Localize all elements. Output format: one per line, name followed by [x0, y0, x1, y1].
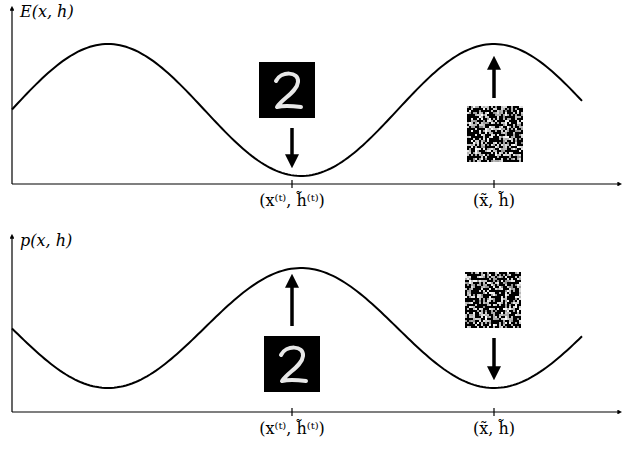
- tick-label: (x⁽ᵗ⁾, h̃⁽ᵗ⁾): [259, 420, 325, 438]
- tick: [493, 408, 494, 416]
- noise-image: [467, 106, 523, 162]
- tick-label: (x̃, h̃): [473, 192, 515, 210]
- axis-title: E(x, h): [20, 3, 74, 21]
- arrow-down: [492, 338, 496, 374]
- digit-image: [259, 62, 315, 118]
- arrow-up: [290, 280, 294, 326]
- tick: [291, 408, 292, 416]
- axis-title: p(x, h): [20, 232, 72, 250]
- tick-label: (x⁽ᵗ⁾, h̃⁽ᵗ⁾): [259, 192, 325, 210]
- arrow-down: [290, 128, 294, 162]
- tick: [291, 180, 292, 188]
- bottom-axes: [12, 236, 620, 416]
- energy-curve: [12, 44, 582, 176]
- digit-image: [264, 336, 320, 392]
- top-axes: [12, 8, 620, 188]
- arrow-up: [492, 62, 496, 98]
- x-axis: [12, 411, 620, 412]
- y-axis: [11, 8, 12, 184]
- y-axis: [11, 236, 12, 412]
- tick-label: (x̃, h̃): [473, 420, 515, 438]
- x-axis: [12, 183, 620, 184]
- tick: [493, 180, 494, 188]
- noise-image: [465, 272, 521, 328]
